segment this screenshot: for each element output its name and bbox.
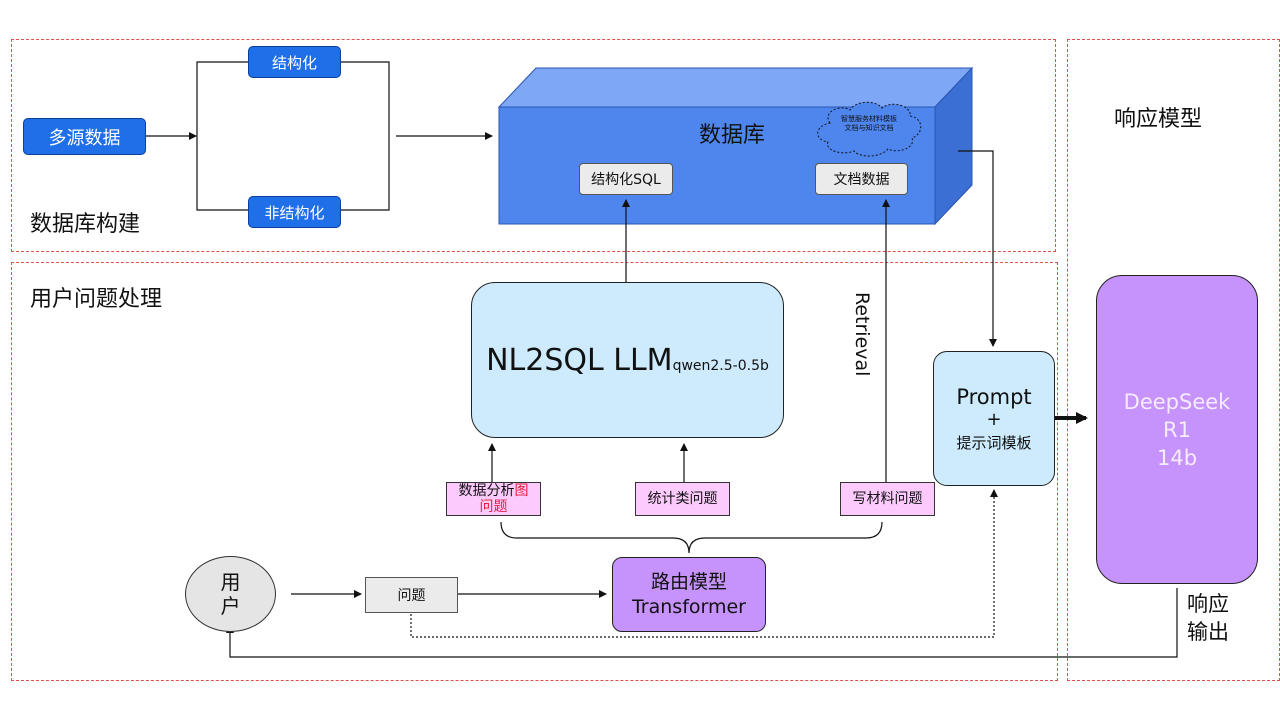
- unstructured-box: 非结构化: [248, 196, 341, 228]
- question-box: 问题: [365, 577, 458, 613]
- analysis-label-c: 问题: [479, 499, 508, 515]
- output-to-user-arrow: [226, 588, 1178, 658]
- deepseek-line3: 14b: [1156, 446, 1198, 470]
- prompt-line3: 提示词模板: [956, 433, 1032, 452]
- user-node: 用 户: [185, 556, 276, 632]
- router-line1: 路由模型: [650, 570, 727, 593]
- structured-box: 结构化: [248, 46, 341, 78]
- response-model-label: 响应模型: [1114, 107, 1203, 132]
- router-line2: Transformer: [631, 595, 746, 618]
- right-bracket: [341, 61, 390, 211]
- user-question-region: [11, 262, 1058, 681]
- router-model-box: 路由模型 Transformer: [612, 557, 766, 632]
- prompt-line2: +: [986, 408, 1002, 430]
- deepseek-box: DeepSeek R1 14b: [1096, 275, 1258, 584]
- analysis-label-b: 图: [514, 483, 529, 499]
- user-line2: 户: [220, 594, 241, 618]
- structured-sql-box: 结构化SQL: [579, 163, 673, 195]
- database-title: 数据库: [699, 123, 766, 148]
- retrieval-label: Retrieval: [851, 292, 873, 377]
- cloud-label: 智慧服务材料模板文档与知识文档: [841, 115, 897, 132]
- database-top-face: [497, 67, 974, 108]
- left-bracket: [196, 61, 248, 211]
- deepseek-line1: DeepSeek: [1123, 390, 1231, 414]
- prompt-box: Prompt + 提示词模板: [933, 351, 1055, 486]
- nl2sql-label: NL2SQL LLM: [486, 342, 673, 378]
- output-line2: 输出: [1187, 620, 1229, 644]
- prompt-line1: Prompt: [956, 384, 1032, 409]
- multi-source-data-box: 多源数据: [23, 118, 146, 155]
- cloud-shape: [817, 101, 922, 157]
- analysis-label-a: 数据分析: [458, 483, 515, 499]
- output-line1: 响应: [1187, 592, 1229, 616]
- document-data-box: 文档数据: [815, 163, 908, 195]
- user-line1: 用: [220, 570, 241, 594]
- database-to-prompt-arrow: [958, 150, 997, 347]
- user-question-label: 用户问题处理: [30, 287, 163, 312]
- statistics-question-box: 统计类问题: [635, 482, 730, 516]
- category-brace: [500, 521, 883, 554]
- response-output-label: 响应 输出: [1187, 590, 1229, 646]
- deepseek-line2: R1: [1163, 418, 1191, 442]
- nl2sql-model-label: qwen2.5-0.5b: [672, 358, 769, 374]
- database-build-label: 数据库构建: [30, 212, 141, 237]
- data-analysis-question-box: 数据分析图 问题: [446, 482, 541, 516]
- database-build-region: [11, 39, 1056, 252]
- writing-question-box: 写材料问题: [840, 482, 935, 516]
